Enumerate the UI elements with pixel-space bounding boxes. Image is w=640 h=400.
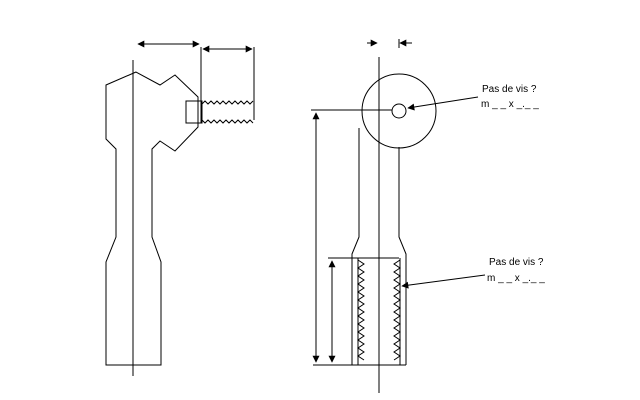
right-eye-circle <box>361 73 437 149</box>
left-external-thread <box>201 100 254 105</box>
top-leader-line <box>407 96 479 111</box>
right-shank-right-edge <box>398 147 407 365</box>
left-part-outline <box>105 71 199 366</box>
bottom-thread-question: Pas de vis ? <box>489 257 544 268</box>
right-eye-hole <box>391 103 407 119</box>
bottom-thread-format: m _ _ x _._ _ <box>487 273 545 284</box>
right-shank-left-edge <box>351 128 360 365</box>
bottom-leader-line <box>401 274 486 289</box>
top-thread-question: Pas de vis ? <box>482 84 537 95</box>
top-thread-format: m _ _ x _._ _ <box>481 99 539 110</box>
right-internal-thread-left <box>357 259 365 361</box>
left-external-thread-lower <box>201 119 254 124</box>
left-stud <box>185 100 203 124</box>
right-internal-thread-right <box>393 259 401 361</box>
